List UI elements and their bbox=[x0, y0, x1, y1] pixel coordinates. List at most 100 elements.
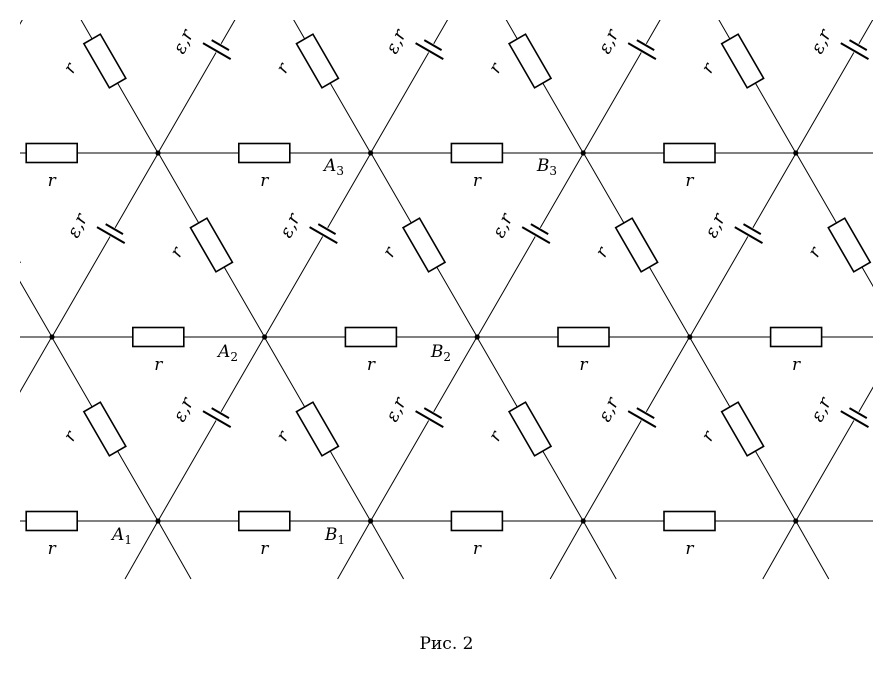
battery-gap bbox=[94, 218, 131, 246]
resistor-label: r bbox=[579, 355, 588, 375]
resistor-label: r bbox=[367, 355, 376, 375]
junction-dot bbox=[155, 518, 161, 524]
diagonal-resistor-body bbox=[720, 33, 765, 89]
resistor-label: r bbox=[685, 171, 694, 191]
wire-layer bbox=[20, 20, 873, 580]
node-label-subscript: 3 bbox=[549, 164, 557, 178]
battery-plate-long bbox=[627, 42, 657, 61]
battery-plate-long bbox=[309, 226, 338, 245]
battery-source bbox=[413, 402, 450, 430]
source-label: ε,r bbox=[594, 393, 624, 425]
battery-source bbox=[94, 218, 131, 246]
battery-plate-short bbox=[211, 39, 230, 51]
source-label: ε,r bbox=[807, 25, 837, 57]
diagonal-resistor bbox=[507, 401, 553, 457]
resistor-label: r bbox=[154, 355, 163, 375]
battery-plate-long bbox=[96, 226, 126, 245]
resistor-label: r bbox=[485, 427, 507, 445]
node-label-subscript: 2 bbox=[230, 350, 238, 364]
horizontal-resistor bbox=[877, 144, 893, 163]
junction-dot bbox=[474, 334, 480, 340]
resistor-label: r bbox=[485, 59, 507, 77]
resistor-label: r bbox=[792, 355, 801, 375]
junction-dot bbox=[793, 150, 799, 156]
battery-gap bbox=[625, 34, 662, 62]
junction-dot bbox=[793, 518, 799, 524]
battery-source bbox=[838, 402, 873, 430]
horizontal-resistor bbox=[663, 510, 716, 532]
resistor-label: r bbox=[473, 539, 482, 559]
bottom-stub-l-1 bbox=[337, 520, 372, 580]
diagonal-resistor-body bbox=[827, 217, 872, 273]
diagonal-resistor-body bbox=[295, 401, 340, 457]
horizontal-resistor bbox=[238, 142, 291, 164]
resistor-label: r bbox=[272, 427, 294, 445]
battery-source bbox=[732, 218, 769, 246]
battery-gap bbox=[413, 402, 450, 430]
diag-wire-rise-1-3 bbox=[689, 152, 797, 338]
battery-source bbox=[625, 402, 662, 430]
battery-gap bbox=[307, 218, 344, 246]
bottom-stub-l-0 bbox=[124, 520, 159, 580]
battery-plate-short bbox=[317, 223, 337, 235]
diag-wire-rise-2-2 bbox=[582, 336, 690, 522]
diag-wire-rise-2-1 bbox=[370, 336, 478, 522]
source-label: ε,r bbox=[807, 393, 837, 425]
source-label: ε,r bbox=[701, 209, 731, 241]
resistor-label: r bbox=[698, 59, 720, 77]
node-label-subscript: 2 bbox=[443, 350, 451, 364]
junction-dot bbox=[580, 150, 586, 156]
resistor-label: r bbox=[260, 539, 269, 559]
diagonal-resistor bbox=[20, 217, 21, 273]
diagonal-resistor-body bbox=[82, 401, 127, 457]
source-label: ε,r bbox=[169, 393, 199, 425]
bottom-stub-l-2 bbox=[549, 520, 584, 580]
resistor-label: r bbox=[473, 171, 482, 191]
battery-plate-short bbox=[211, 407, 230, 419]
source-label: ε,r bbox=[382, 393, 412, 425]
diagonal-resistor bbox=[295, 401, 340, 457]
horizontal-resistor bbox=[344, 326, 398, 348]
horizontal-resistor bbox=[132, 326, 185, 348]
battery-plate-short bbox=[423, 407, 443, 419]
bottom-stub-l-3 bbox=[762, 520, 797, 580]
source-label: ε,r bbox=[63, 209, 93, 241]
battery-gap bbox=[838, 402, 873, 430]
diag-wire-rise-0--1 bbox=[20, 20, 23, 25]
battery-source bbox=[838, 34, 873, 62]
resistor-label: r bbox=[698, 427, 720, 445]
battery-plate-short bbox=[848, 407, 868, 419]
diag-wire-rise-1-1 bbox=[264, 152, 372, 338]
horizontal-resistor bbox=[25, 142, 79, 164]
battery-gap bbox=[200, 402, 237, 430]
diag-wire-rise-0-3 bbox=[795, 20, 873, 154]
battery-gap bbox=[838, 34, 873, 62]
node-label-b2: B2 bbox=[430, 342, 451, 364]
resistor-label: r bbox=[48, 171, 57, 191]
junction-dot bbox=[368, 150, 374, 156]
battery-source bbox=[307, 218, 344, 246]
diag-wire-rise-2--1 bbox=[20, 336, 53, 393]
battery-plate-long bbox=[840, 42, 869, 61]
battery-plate-long bbox=[627, 410, 657, 429]
diagonal-resistor bbox=[507, 33, 553, 89]
horizontal-resistor bbox=[238, 510, 291, 532]
junction-dot bbox=[368, 518, 374, 524]
battery-plate-short bbox=[0, 40, 16, 50]
node-label-b1: B1 bbox=[324, 525, 345, 547]
diagonal-resistor-body bbox=[507, 33, 553, 89]
diagonal-resistor-body bbox=[614, 217, 659, 273]
resistor-label: r bbox=[48, 539, 57, 559]
battery-plate-long bbox=[202, 42, 232, 61]
resistor-label: r bbox=[272, 59, 294, 77]
diag-wire-rise-1-2 bbox=[476, 152, 584, 338]
junction-dot bbox=[687, 334, 693, 340]
battery-source bbox=[413, 34, 450, 62]
diag-wire-rise-1-0 bbox=[51, 152, 159, 338]
bottom-stub-r-3 bbox=[795, 520, 830, 580]
node-label-b3: B3 bbox=[536, 156, 557, 178]
junction-dot bbox=[49, 334, 55, 340]
junction-dot bbox=[155, 150, 161, 156]
diag-wire-rise-0-0 bbox=[157, 20, 236, 154]
